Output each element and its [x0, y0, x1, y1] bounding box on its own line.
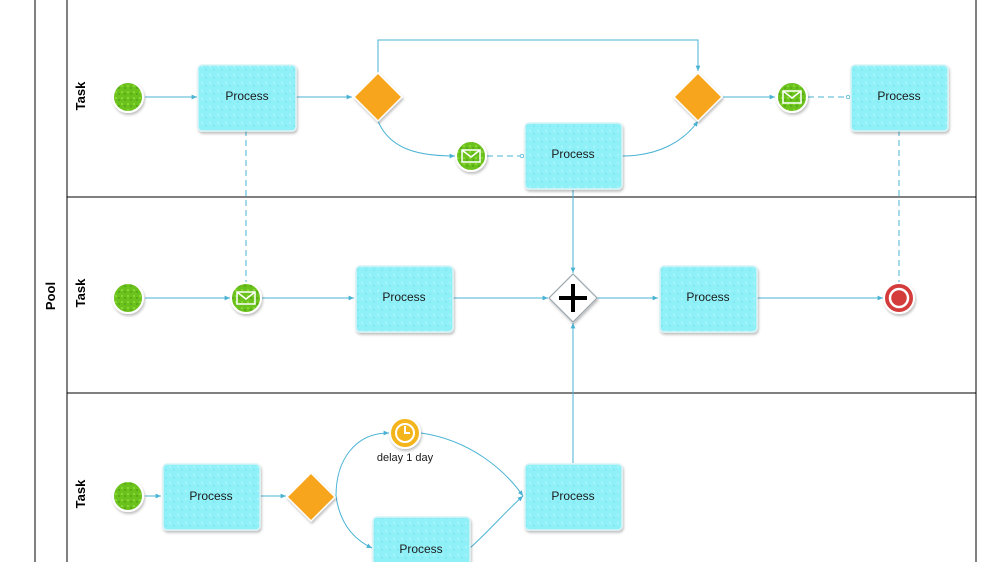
lane-label-3: Task: [73, 479, 88, 508]
message-event-icon[interactable]: [230, 282, 262, 314]
start-event-icon[interactable]: [112, 480, 144, 512]
start-events: [112, 81, 144, 512]
lane-label-2: Task: [73, 278, 88, 307]
flow[interactable]: [420, 432, 524, 497]
flow[interactable]: [335, 430, 390, 497]
message-event-icon[interactable]: [776, 81, 808, 113]
start-event-icon[interactable]: [112, 81, 144, 113]
task-label: Process: [551, 489, 594, 503]
end-event-icon[interactable]: [883, 282, 915, 314]
flow[interactable]: [377, 39, 701, 73]
task-process[interactable]: Process: [850, 64, 949, 132]
timer-label: delay 1 day: [377, 452, 434, 464]
task-process[interactable]: Process: [524, 122, 623, 190]
task-process[interactable]: Process: [162, 463, 261, 531]
gateways: [285, 71, 724, 523]
task-process[interactable]: Process: [355, 265, 454, 333]
flow[interactable]: [621, 120, 699, 157]
parallel-gateway-icon[interactable]: [548, 273, 598, 323]
task-label: Process: [189, 489, 232, 503]
pool: Pool Task Task Task: [34, 0, 977, 562]
tasks: Process Process Process Process Process …: [162, 64, 949, 562]
flow[interactable]: [469, 495, 524, 549]
pool-label: Pool: [43, 282, 58, 310]
exclusive-gateway-icon[interactable]: [285, 471, 337, 523]
flow[interactable]: [335, 495, 373, 549]
task-process[interactable]: Process: [524, 463, 623, 531]
task-label: Process: [877, 89, 920, 103]
task-process[interactable]: Process: [197, 64, 297, 132]
exclusive-gateway-icon[interactable]: [352, 71, 404, 123]
lane-label-1: Task: [73, 81, 88, 110]
message-flows: [243, 94, 902, 283]
start-event-icon[interactable]: [112, 282, 144, 314]
task-label: Process: [686, 290, 729, 304]
exclusive-gateway-icon[interactable]: [672, 71, 724, 123]
sequence-flows: [145, 39, 883, 549]
task-process[interactable]: Process: [372, 516, 471, 562]
task-label: Process: [551, 147, 594, 161]
message-event-icon[interactable]: [455, 140, 487, 172]
task-label: Process: [382, 290, 425, 304]
task-process[interactable]: Process: [659, 265, 758, 333]
task-label: Process: [225, 89, 268, 103]
task-label: Process: [399, 542, 442, 556]
timer-event-icon[interactable]: [389, 417, 421, 449]
flow[interactable]: [377, 120, 456, 159]
